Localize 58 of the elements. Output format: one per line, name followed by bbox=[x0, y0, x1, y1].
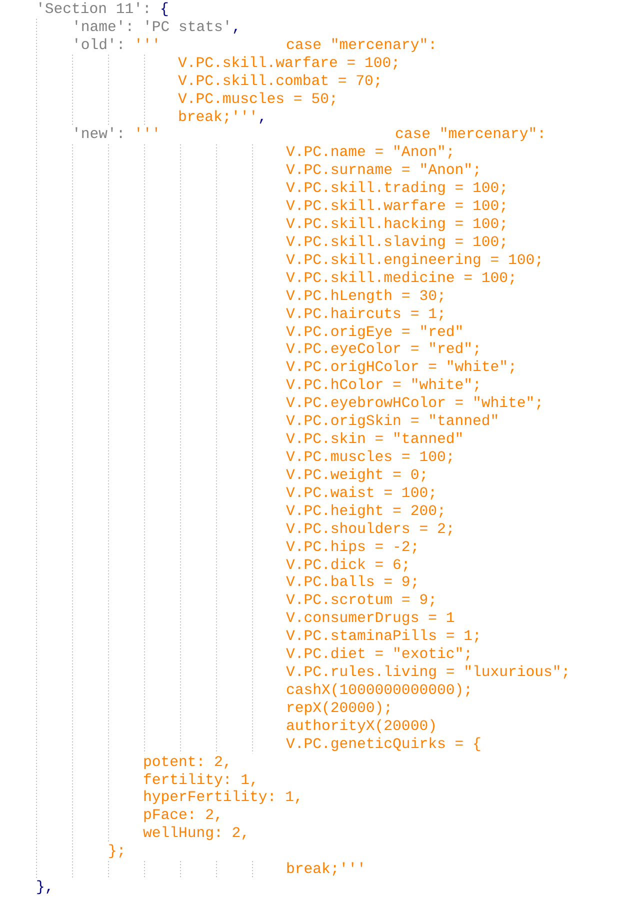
code-text: V.PC.hLength = 30; bbox=[286, 288, 446, 306]
code-text: V.PC.shoulders = 2; bbox=[286, 520, 455, 539]
code-text: V.consumerDrugs = 1 bbox=[286, 610, 455, 628]
code-text: V.PC.eyeColor = "red"; bbox=[286, 341, 482, 360]
code-text: V.PC.skin = "tanned" bbox=[286, 431, 464, 450]
code-text: { bbox=[160, 1, 169, 19]
code-text: V.PC.scrotum = 9; bbox=[286, 592, 437, 610]
code-text: V.PC.diet = "exotic"; bbox=[286, 646, 472, 664]
code-text: cashX(1000000000000); bbox=[286, 682, 472, 700]
code-text: potent: 2, bbox=[143, 754, 232, 772]
code-text: V.PC.hips = -2; bbox=[286, 538, 420, 557]
code-text: V.PC.skill.warfare = 100; bbox=[286, 198, 508, 216]
code-text: V.PC.skill.slaving = 100; bbox=[286, 234, 508, 252]
code-text: V.PC.skill.medicine = 100; bbox=[286, 270, 517, 288]
code-text: hyperFertility: 1, bbox=[143, 789, 303, 808]
code-text: authorityX(20000) bbox=[286, 718, 437, 736]
code-text: V.PC.height = 200; bbox=[286, 502, 446, 521]
code-text: V.PC.skill.warfare = 100; bbox=[178, 54, 400, 73]
code-text: V.PC.weight = 0; bbox=[286, 466, 428, 485]
code-text: , bbox=[232, 18, 241, 37]
code-text: ''' bbox=[134, 126, 161, 144]
code-text: 'name': bbox=[72, 18, 134, 37]
code-text: ''' bbox=[134, 36, 161, 55]
code-text: V.PC.surname = "Anon"; bbox=[286, 162, 482, 180]
code-text: case "mercenary": bbox=[395, 126, 546, 144]
code-text: 'old': bbox=[72, 36, 126, 55]
code-text: 'new': bbox=[72, 126, 126, 144]
code-text: pFace: 2, bbox=[143, 807, 223, 826]
code-text: , bbox=[258, 108, 267, 127]
code-text: case "mercenary": bbox=[286, 36, 437, 55]
code-text: V.PC.muscles = 50; bbox=[178, 90, 338, 109]
code-text: fertility: 1, bbox=[143, 772, 258, 790]
code-text: V.PC.hColor = "white"; bbox=[286, 377, 482, 396]
code-text: V.PC.name = "Anon"; bbox=[286, 144, 455, 162]
code-text: V.PC.muscles = 100; bbox=[286, 449, 455, 467]
code-text: V.PC.origEye = "red" bbox=[286, 324, 464, 342]
code-text: V.PC.origHColor = "white"; bbox=[286, 359, 517, 378]
code-text: 'Section 11': bbox=[36, 1, 152, 19]
code-text: V.PC.skill.combat = 70; bbox=[178, 72, 382, 91]
code-text: V.PC.eyebrowHColor = "white"; bbox=[286, 395, 544, 414]
code-text: }; bbox=[108, 843, 126, 862]
code-text: break;''' bbox=[286, 861, 366, 880]
code-text: break;''' bbox=[178, 108, 258, 127]
code-text: V.PC.origSkin = "tanned" bbox=[286, 413, 500, 432]
code-text: repX(20000); bbox=[286, 700, 393, 718]
code-text: V.PC.balls = 9; bbox=[286, 574, 420, 592]
code-text: }, bbox=[36, 879, 54, 898]
code-text: V.PC.rules.living = "luxurious"; bbox=[286, 664, 570, 682]
code-text: V.PC.haircuts = 1; bbox=[286, 306, 446, 324]
code-text: V.PC.staminaPills = 1; bbox=[286, 628, 482, 646]
code-text: V.PC.skill.hacking = 100; bbox=[286, 216, 508, 234]
code-text: 'PC stats' bbox=[143, 18, 232, 37]
code-text: V.PC.skill.trading = 100; bbox=[286, 180, 508, 198]
code-text: V.PC.skill.engineering = 100; bbox=[286, 252, 544, 270]
code-text: V.PC.waist = 100; bbox=[286, 484, 437, 503]
code-text: V.PC.dick = 6; bbox=[286, 556, 410, 575]
code-text: V.PC.geneticQuirks = { bbox=[286, 736, 482, 754]
code-text: wellHung: 2, bbox=[143, 825, 250, 844]
